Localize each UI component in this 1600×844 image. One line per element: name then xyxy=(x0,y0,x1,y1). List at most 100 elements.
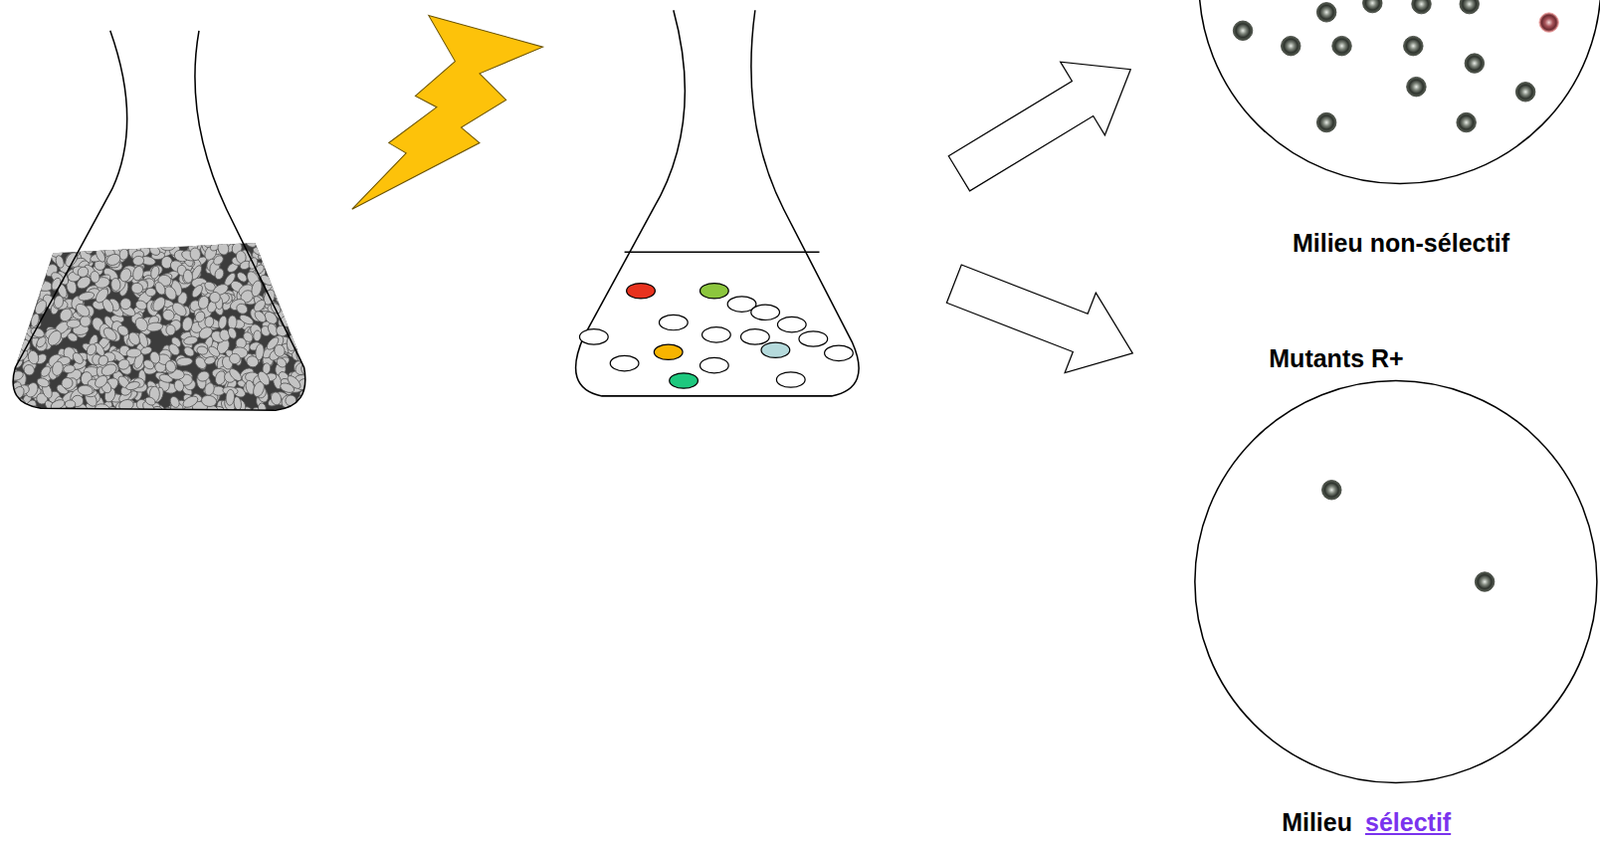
cell xyxy=(267,254,276,269)
cell xyxy=(49,398,67,412)
cell-ovals xyxy=(579,283,853,390)
cell xyxy=(200,394,218,408)
cell xyxy=(93,286,111,306)
cell xyxy=(303,393,323,411)
cell xyxy=(0,340,13,358)
cell xyxy=(142,358,157,372)
cell xyxy=(241,330,255,344)
cell xyxy=(14,248,30,266)
cell xyxy=(18,249,37,266)
colony xyxy=(1363,0,1383,13)
cell xyxy=(133,315,151,334)
cell xyxy=(38,364,53,379)
cell xyxy=(251,297,268,314)
cell xyxy=(305,317,318,333)
cell xyxy=(65,238,80,250)
cell xyxy=(267,265,283,283)
cell xyxy=(0,350,9,364)
cell xyxy=(182,235,197,247)
cell xyxy=(283,278,296,292)
cell xyxy=(278,381,296,395)
cell xyxy=(47,233,62,248)
cell xyxy=(12,242,23,255)
cell xyxy=(292,325,301,340)
cell xyxy=(19,280,36,293)
cell xyxy=(62,364,76,375)
cell xyxy=(305,360,324,379)
cell xyxy=(273,282,291,294)
cell xyxy=(262,238,276,253)
cell xyxy=(130,281,145,295)
cell xyxy=(0,261,12,275)
cell xyxy=(4,395,17,405)
cell xyxy=(301,255,312,273)
cell xyxy=(0,400,15,418)
cell xyxy=(0,400,11,416)
cell xyxy=(0,245,9,265)
cell xyxy=(304,228,320,246)
cell xyxy=(6,398,18,411)
cell xyxy=(186,230,200,248)
cell xyxy=(168,395,182,409)
cell xyxy=(4,404,23,423)
cell xyxy=(0,359,11,377)
cell xyxy=(0,311,8,327)
cell xyxy=(59,375,75,391)
cell xyxy=(117,398,135,412)
cell xyxy=(284,243,301,258)
cell xyxy=(207,290,222,305)
lightning-bolt xyxy=(352,14,544,209)
cell xyxy=(105,238,122,252)
cell xyxy=(288,230,301,247)
cell xyxy=(118,296,134,312)
cell xyxy=(31,263,43,277)
medium-link: sélectif xyxy=(1365,807,1451,837)
cell xyxy=(234,301,250,316)
cell xyxy=(54,254,66,269)
cell xyxy=(101,325,120,343)
cell xyxy=(282,294,301,310)
cell xyxy=(272,255,289,267)
cell xyxy=(165,324,176,336)
cell xyxy=(0,325,9,341)
cell xyxy=(306,388,322,405)
cell xyxy=(153,280,168,297)
cell xyxy=(5,400,21,413)
cell xyxy=(211,253,225,267)
cell xyxy=(282,293,296,305)
cell xyxy=(197,294,211,310)
cell-texture xyxy=(0,228,327,424)
cell xyxy=(150,294,168,313)
cell xyxy=(271,232,286,245)
cell xyxy=(8,285,27,299)
cell xyxy=(302,332,322,350)
cell xyxy=(294,296,313,312)
cell xyxy=(11,230,28,246)
cell xyxy=(274,255,288,271)
cell xyxy=(287,244,303,256)
cell xyxy=(162,232,175,246)
cell xyxy=(285,285,300,300)
cell xyxy=(19,295,32,308)
cell xyxy=(300,331,313,342)
cell-oval xyxy=(653,344,683,360)
cell xyxy=(125,380,142,392)
cell xyxy=(126,348,142,359)
cell xyxy=(294,239,307,256)
cell xyxy=(302,343,319,358)
cell xyxy=(146,321,164,333)
cell xyxy=(305,245,321,261)
cell xyxy=(273,343,286,358)
cell xyxy=(144,395,158,406)
cell xyxy=(298,399,316,417)
cell xyxy=(35,376,51,389)
cell xyxy=(12,298,27,311)
cell-oval xyxy=(751,304,781,320)
cell xyxy=(65,331,79,344)
cell xyxy=(24,268,42,285)
cell xyxy=(301,350,313,365)
cell xyxy=(213,267,226,281)
cell xyxy=(284,290,294,303)
cell xyxy=(23,253,37,267)
